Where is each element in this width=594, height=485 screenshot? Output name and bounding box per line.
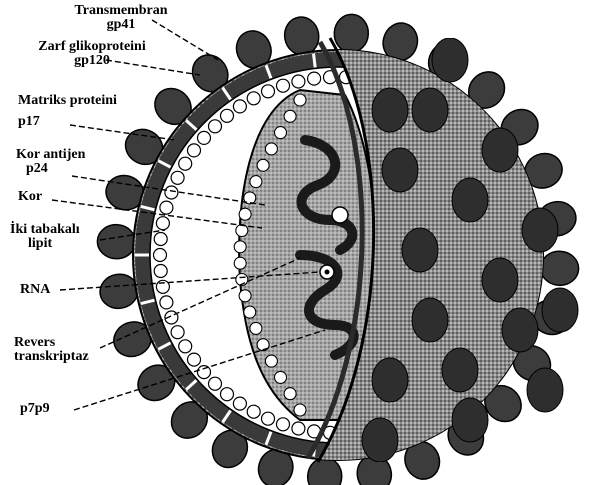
label-matrix-line1: Matriks proteini [18,94,117,108]
label-core-text: Kor [18,190,42,204]
surface-spike [362,418,398,462]
matrix-bead [233,100,246,113]
core-bead [265,355,277,367]
core-bead [239,208,251,220]
surface-spike [382,148,418,192]
surface-spike [412,88,448,132]
core-bead [250,176,262,188]
envelope-knob [333,13,369,53]
matrix-bead [188,353,201,366]
matrix-bead [154,249,167,262]
label-envelope-line2: gp120 [12,54,172,68]
label-matrix-protein: Matriks proteini p17 [18,94,117,129]
surface-spike [412,298,448,342]
matrix-bead [262,412,275,425]
matrix-bead [171,326,184,339]
matrix-bead [277,418,290,431]
surface-spike [432,38,468,82]
matrix-bead [198,131,211,144]
envelope-knob [540,250,580,286]
core-bead [234,257,246,269]
matrix-bead [198,366,211,379]
core-bead [244,306,256,318]
label-envelope-line1: Zarf glikoproteini [12,40,172,54]
core-bead [294,94,306,106]
surface-spike [482,128,518,172]
label-transmembrane: Transmembran gp41 [66,4,176,32]
reverse-transcriptase-dot-1 [332,207,348,223]
surface-spike [442,348,478,392]
matrix-bead [209,120,222,133]
matrix-bead [165,186,178,199]
label-core-antigen: Kor antijen p24 [16,148,85,176]
core-bead [275,127,287,139]
matrix-bead [247,92,260,105]
core-bead [236,225,248,237]
surface-spike [502,308,538,352]
surface-spike [452,398,488,442]
label-rna: RNA [20,283,50,297]
label-rt-line1: Revers [14,336,89,350]
surface-spike [482,258,518,302]
matrix-bead [277,79,290,92]
matrix-bead [154,265,167,278]
matrix-bead [179,340,192,353]
core-bead [234,241,246,253]
matrix-bead [171,171,184,184]
core-bead [284,388,296,400]
surface-spike [372,358,408,402]
surface-spike [527,368,563,412]
surface-spike [522,208,558,252]
label-rna-text: RNA [20,283,50,297]
matrix-bead [292,75,305,88]
label-p7p9: p7p9 [20,402,50,416]
surface-spike [452,178,488,222]
surface-spike [372,88,408,132]
label-transmembrane-line1: Transmembran [66,4,176,18]
matrix-bead [156,217,169,230]
matrix-bead [209,377,222,390]
matrix-bead [221,388,234,401]
matrix-bead [292,422,305,435]
core-bead [294,404,306,416]
matrix-bead [247,405,260,418]
bilayer-tick [314,54,316,68]
core-bead [239,290,251,302]
envelope-knob [96,224,136,260]
label-lipid-bilayer: İki tabakalı lipit [10,223,80,251]
surface-spike [402,228,438,272]
surface-spike [542,288,578,332]
matrix-bead [221,109,234,122]
label-envelope-glycoprotein: Zarf glikoproteini gp120 [12,40,172,68]
matrix-bead [154,233,167,246]
core-bead [284,110,296,122]
label-transmembrane-line2: gp41 [66,18,176,32]
matrix-bead [233,397,246,410]
core-bead [275,371,287,383]
label-rt-line2: transkriptaz [14,350,89,364]
label-matrix-line2: p17 [18,115,117,129]
core-bead [257,159,269,171]
label-core: Kor [18,190,42,204]
core-bead [265,143,277,155]
label-core-antigen-line2: p24 [16,162,85,176]
label-bilayer-line1: İki tabakalı [10,223,80,237]
matrix-bead [160,201,173,214]
matrix-bead [160,296,173,309]
label-bilayer-line2: lipit [10,237,80,251]
matrix-bead [179,157,192,170]
label-reverse-transcriptase: Revers transkriptaz [14,336,89,364]
matrix-bead [262,85,275,98]
label-core-antigen-line1: Kor antijen [16,148,85,162]
matrix-bead [188,144,201,157]
core-bead [250,322,262,334]
matrix-bead [308,72,321,85]
label-p7p9-text: p7p9 [20,402,50,416]
